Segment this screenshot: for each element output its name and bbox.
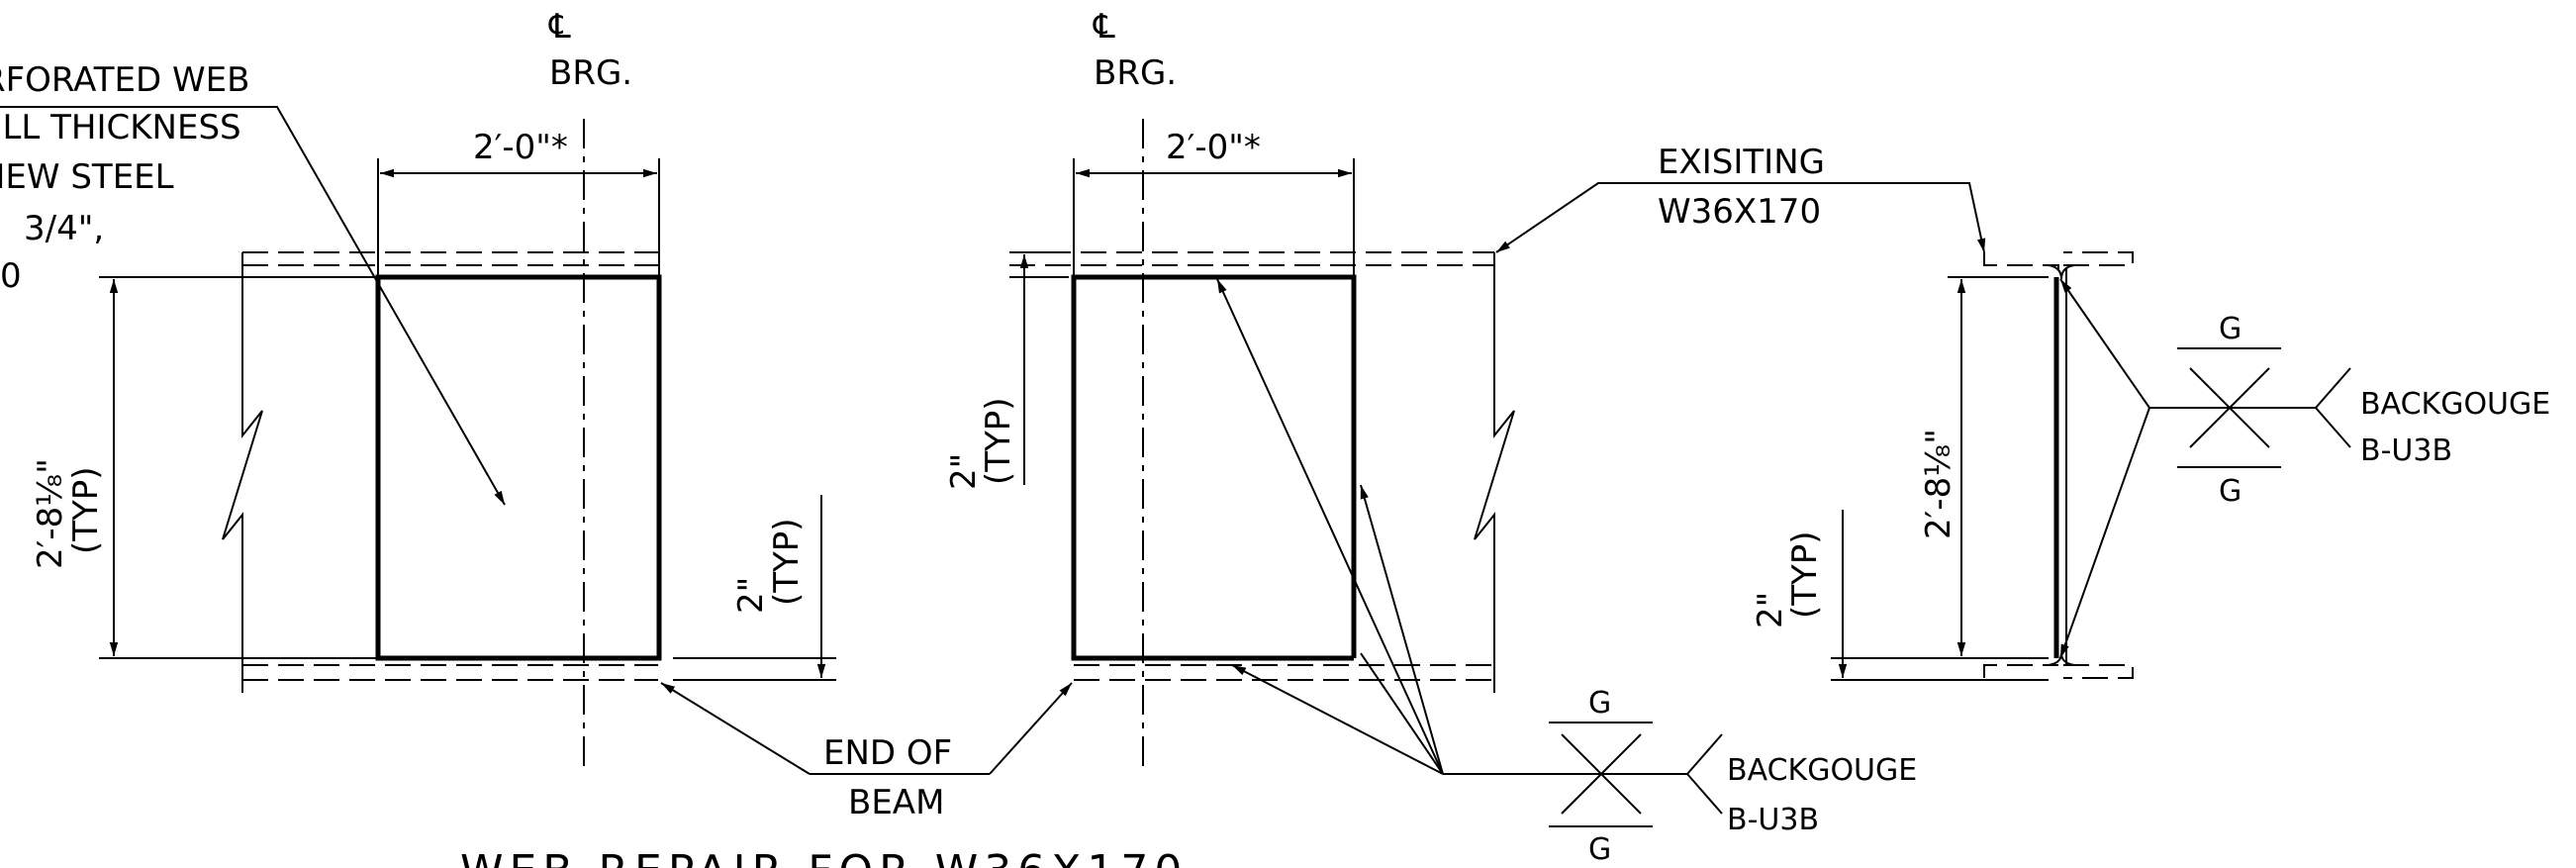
middle-backgouge-label: BACKGOUGE	[1727, 753, 1917, 788]
right-2in-typ-text: (TYP)	[1785, 530, 1825, 619]
middle-detail: ℄ BRG. 2′-0"* 2" (TYP) G G BAC	[660, 7, 1917, 867]
existing-leader-right	[1880, 182, 1986, 253]
right-weld-tail	[2314, 367, 2351, 448]
left-brg-label: BRG.	[549, 53, 632, 93]
middle-width-dim-text: 2′-0"*	[1166, 128, 1261, 167]
right-weld-g-top: G	[2219, 312, 2242, 346]
right-2in-text: 2"	[1751, 592, 1790, 628]
right-section-detail: EXISITING W36X170 2′-8¹⁄₈" 2" (TYP)	[1495, 143, 2550, 681]
middle-repair-plate	[1071, 274, 1357, 661]
drawing-title: WEB REPAIR FOR W36X170	[460, 846, 1188, 868]
middle-2in-text: 2"	[944, 453, 984, 490]
right-weld-leader-bottom	[2059, 407, 2150, 659]
right-bottom-flange-b	[2063, 664, 2134, 679]
middle-weld-ref-label: B-U3B	[1727, 803, 1819, 837]
existing-leader-left	[1495, 182, 1880, 253]
perforated-web-leader	[0, 106, 506, 506]
right-top-fillet	[2048, 264, 2075, 280]
left-width-dim-text: 2′-0"*	[473, 128, 568, 167]
end-of-beam-leader-left	[660, 682, 811, 775]
middle-break-line	[1474, 252, 1515, 693]
middle-weld-tail	[1685, 733, 1723, 815]
left-detail: ℄ BRG. 2′-0"* 2′-8¹⁄₈" (TYP) 2" (TYP) PE…	[0, 7, 836, 767]
left-cl-symbol: ℄	[548, 7, 571, 47]
middle-weld-leader-3	[1231, 664, 1444, 775]
perforated-web-label-5: 0	[0, 256, 22, 296]
perforated-web-label-1: PERFORATED WEB	[0, 60, 249, 100]
existing-label-2: W36X170	[1658, 192, 1821, 232]
left-2in-text: 2"	[731, 577, 771, 614]
left-break-line	[222, 252, 263, 693]
right-top-flange-b	[2063, 251, 2134, 266]
middle-weld-leader-1	[1216, 278, 1444, 775]
left-repair-plate	[375, 274, 662, 661]
middle-2in-typ-text: (TYP)	[979, 397, 1018, 485]
perforated-web-label-3: NEW STEEL	[0, 157, 174, 197]
left-height-typ-text: (TYP)	[66, 466, 106, 554]
end-of-beam-label-1: END OF	[823, 733, 952, 773]
existing-label-1: EXISITING	[1658, 143, 1825, 182]
right-weld-ref-label: B-U3B	[2360, 434, 2452, 468]
middle-weld-g-top: G	[1588, 686, 1611, 721]
perforated-web-label-4: 3/4",	[24, 209, 104, 248]
middle-brg-label: BRG.	[1094, 53, 1177, 93]
middle-weld-leader-2	[1360, 484, 1444, 775]
middle-weld-leader-4	[1360, 652, 1444, 775]
middle-cl-symbol: ℄	[1093, 7, 1115, 47]
right-height-dim-text: 2′-8¹⁄₈"	[1919, 429, 1958, 539]
end-of-beam-leader-right	[989, 682, 1073, 775]
right-backgouge-label: BACKGOUGE	[2360, 387, 2550, 422]
right-top-flange	[1983, 252, 2059, 269]
right-weld-leader-top	[2059, 278, 2150, 409]
middle-weld-g-bottom: G	[1588, 832, 1611, 867]
perforated-web-label-2: FULL THICKNESS	[0, 108, 241, 147]
right-weld-g-bottom: G	[2219, 474, 2242, 509]
right-weld-x-2	[2189, 367, 2270, 448]
middle-weld-x-2	[1561, 733, 1642, 815]
end-of-beam-label-2: BEAM	[848, 783, 944, 822]
left-height-dim-text: 2′-8¹⁄₈"	[31, 458, 70, 569]
left-2in-typ-text: (TYP)	[767, 518, 807, 606]
right-bottom-flange	[1983, 664, 2058, 678]
